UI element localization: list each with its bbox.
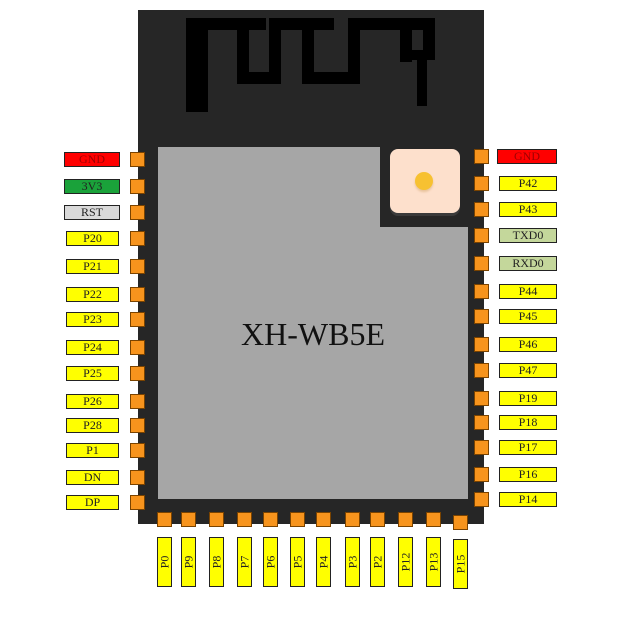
pin-pad [209, 512, 224, 527]
pin-pad [474, 149, 489, 164]
pin-label-p24: P24 [66, 340, 119, 355]
pin-pad [474, 391, 489, 406]
pin-pad [290, 512, 305, 527]
pin-label-p7: P7 [237, 537, 252, 587]
pin-label-p20: P20 [66, 231, 119, 246]
pin-label-text: P7 [237, 555, 251, 569]
pin-label-text: P2 [370, 555, 384, 569]
pin-pad [157, 512, 172, 527]
pin-pad [474, 363, 489, 378]
pin-pad [130, 366, 145, 381]
pin-pad [474, 440, 489, 455]
pin-label-rst: RST [64, 205, 120, 220]
pin-label-p3: P3 [345, 537, 360, 587]
pin-label-p5: P5 [290, 537, 305, 587]
pin-label-p44: P44 [499, 284, 557, 299]
pin-pad [130, 152, 145, 167]
pin-label-text: P5 [290, 555, 304, 569]
pin-pad [474, 492, 489, 507]
pin-label-text: P13 [426, 552, 440, 572]
pin-pad [370, 512, 385, 527]
pin-pad [345, 512, 360, 527]
module-name: XH-WB5E [241, 316, 385, 352]
pin-label-dp: DP [66, 495, 119, 510]
pin-label-p9: P9 [181, 537, 196, 587]
pin-label-p15: P15 [453, 539, 468, 589]
pin-label-p25: P25 [66, 366, 119, 381]
pin-pad [130, 287, 145, 302]
pin-pad [316, 512, 331, 527]
pin-label-p23: P23 [66, 312, 119, 327]
pin-label-text: P0 [157, 555, 171, 569]
pin-pad [474, 337, 489, 352]
pin-pad [398, 512, 413, 527]
pin-pad [130, 259, 145, 274]
pin-label-text: P6 [263, 555, 277, 569]
pin-label-p13: P13 [426, 537, 441, 587]
pin-pad [130, 443, 145, 458]
pin-label-text: P15 [453, 554, 467, 574]
pin-label-text: P12 [398, 552, 412, 572]
pin-pad [474, 467, 489, 482]
pin-label-p8: P8 [209, 537, 224, 587]
pin-label-text: P3 [345, 555, 359, 569]
pin-label-gnd: GND [64, 152, 120, 167]
pin-pad [474, 309, 489, 324]
pin-label-p22: P22 [66, 287, 119, 302]
pin-label-p0: P0 [157, 537, 172, 587]
pin-pad [263, 512, 278, 527]
pin-label-p12: P12 [398, 537, 413, 587]
pin-label-p45: P45 [499, 309, 557, 324]
pin-pad [130, 418, 145, 433]
pin-label-p2: P2 [370, 537, 385, 587]
pin-pad [453, 515, 468, 530]
pin-pad [130, 495, 145, 510]
pin-pad [130, 179, 145, 194]
pin-label-txd0: TXD0 [499, 228, 557, 243]
pin-pad [181, 512, 196, 527]
pin-pad [130, 394, 145, 409]
pin-pad [130, 470, 145, 485]
pin-label-dn: DN [66, 470, 119, 485]
pin-label-p26: P26 [66, 394, 119, 409]
pin-pad [474, 415, 489, 430]
pin-label-p21: P21 [66, 259, 119, 274]
pin-label-p28: P28 [66, 418, 119, 433]
pin-pad [474, 256, 489, 271]
pin-pad [130, 205, 145, 220]
pin-pad [426, 512, 441, 527]
pin-pad [130, 340, 145, 355]
pin-label-p4: P4 [316, 537, 331, 587]
pin-pad [130, 312, 145, 327]
pin-label-p1: P1 [66, 443, 119, 458]
pin-pad [474, 228, 489, 243]
ufl-center-pin [415, 172, 433, 190]
pin-label-p18: P18 [499, 415, 557, 430]
pin-label-p46: P46 [499, 337, 557, 352]
pin-label-p19: P19 [499, 391, 557, 406]
pin-label-text: P8 [209, 555, 223, 569]
pin-pad [237, 512, 252, 527]
pin-pad [474, 202, 489, 217]
ufl-connector [390, 149, 460, 213]
pin-pad [474, 284, 489, 299]
pin-label-text: P9 [181, 555, 195, 569]
pin-label-3v3: 3V3 [64, 179, 120, 194]
pin-label-text: P4 [316, 555, 330, 569]
pin-label-p14: P14 [499, 492, 557, 507]
pin-label-rxd0: RXD0 [499, 256, 557, 271]
pin-label-gnd: GND [497, 149, 557, 164]
pin-label-p6: P6 [263, 537, 278, 587]
pin-pad [130, 231, 145, 246]
pin-label-p17: P17 [499, 440, 557, 455]
pin-label-p47: P47 [499, 363, 557, 378]
pin-label-p42: P42 [499, 176, 557, 191]
pin-pad [474, 176, 489, 191]
pin-label-p16: P16 [499, 467, 557, 482]
pin-label-p43: P43 [499, 202, 557, 217]
